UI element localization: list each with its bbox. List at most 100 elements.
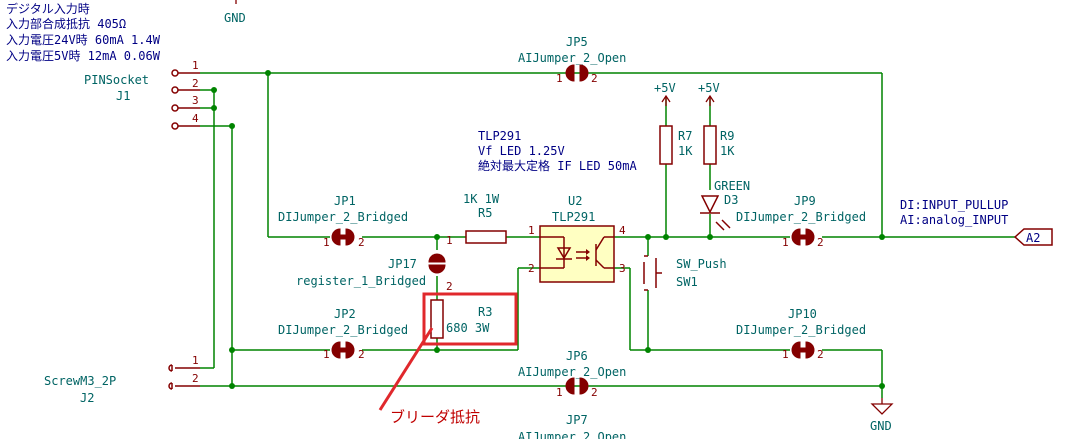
jumper-jp17: JP17 register_1_Bridged 1 2 [296, 234, 453, 293]
jp5-pin-1: 1 [556, 72, 563, 85]
optocoupler-u2: U2 TLP291 1 2 3 4 [528, 194, 626, 283]
u2-value: TLP291 [552, 210, 595, 224]
net-label-a2: A2 [1013, 228, 1053, 246]
jp9-ref: JP9 [794, 194, 816, 208]
jp2-value: DIJumper_2_Bridged [278, 323, 408, 337]
di-note: DI:INPUT_PULLUP [900, 198, 1008, 212]
wires [200, 72, 1015, 398]
gnd-bottom-label: GND [870, 419, 892, 433]
jp10-ref: JP10 [788, 307, 817, 321]
tlp-note-line-1: TLP291 [478, 129, 521, 143]
jp10-pin-2: 2 [817, 348, 824, 361]
tlp-note-line-3: 絶対最大定格 IF LED 50mA [478, 158, 637, 173]
r3-value: 680 3W [446, 321, 490, 335]
jp5-pin-2: 2 [591, 72, 598, 85]
jumper-jp5: JP5 AIJumper_2_Open 1 2 [518, 35, 626, 85]
jp6-ref: JP6 [566, 349, 588, 363]
jumper-jp1: JP1 DIJumper_2_Bridged 1 2 [278, 194, 408, 249]
jp1-ref: JP1 [334, 194, 356, 208]
j2-pin-2: 2 [192, 372, 199, 385]
ai-note: AI:analog_INPUT [900, 213, 1008, 227]
bleeder-label: ブリーダ抵抗 [390, 408, 480, 426]
jp7-ref: JP7 [566, 413, 588, 427]
junctions [211, 70, 885, 389]
r7-value: 1K [678, 144, 693, 158]
tlp291-note: TLP291 Vf LED 1.25V 絶対最大定格 IF LED 50mA [478, 129, 637, 173]
sw1-ref: SW1 [676, 275, 698, 289]
resistor-r9: R9 1K [703, 125, 735, 165]
note-line-1: デジタル入力時 [6, 1, 90, 16]
jp10-pin-1: 1 [782, 348, 789, 361]
jp1-pin-2: 2 [358, 236, 365, 249]
v5-a-label: +5V [654, 81, 676, 95]
led-d3: GREEN D3 [700, 179, 750, 231]
jp6-value: AIJumper_2_Open [518, 365, 626, 379]
jp9-value: DIJumper_2_Bridged [736, 210, 866, 224]
jp1-value: DIJumper_2_Bridged [278, 210, 408, 224]
jp6-pin-2: 2 [591, 386, 598, 399]
jp9-pin-1: 1 [782, 236, 789, 249]
io-mode-note: DI:INPUT_PULLUP AI:analog_INPUT [900, 198, 1008, 227]
r3-ref: R3 [478, 305, 492, 319]
note-line-2: 入力部合成抵抗 405Ω [6, 16, 126, 31]
j2-pin-1: 1 [192, 354, 199, 367]
jp2-ref: JP2 [334, 307, 356, 321]
note-line-3: 入力電圧24V時 60mA 1.4W [6, 33, 161, 47]
gnd-symbol-top: GND [224, 0, 246, 25]
jp7-value: AIJumper_2_Open [518, 430, 626, 439]
jp6-pin-1: 1 [556, 386, 563, 399]
design-notes: デジタル入力時 入力部合成抵抗 405Ω 入力電圧24V時 60mA 1.4W … [6, 1, 161, 63]
j1-pin-1: 1 [192, 59, 199, 72]
jp10-value: DIJumper_2_Bridged [736, 323, 866, 337]
u2-pin-4: 4 [619, 224, 626, 237]
j2-name: ScrewM3_2P [44, 374, 116, 388]
u2-pin-2: 2 [528, 262, 535, 275]
connector-j2: ScrewM3_2P J2 1 2 [44, 354, 200, 405]
a2-label-text: A2 [1026, 231, 1040, 245]
power-5v-a: +5V [654, 81, 676, 106]
jumper-jp9: JP9 DIJumper_2_Bridged 1 2 [736, 194, 866, 249]
r9-ref: R9 [720, 129, 734, 143]
jp17-ref: JP17 [388, 257, 417, 271]
gnd-symbol-bottom: GND [870, 398, 894, 433]
jp9-pin-2: 2 [817, 236, 824, 249]
jp2-pin-1: 1 [323, 348, 330, 361]
resistor-r5: 1K 1W R5 [463, 192, 507, 244]
gnd-top-label: GND [224, 11, 246, 25]
jp17-value: register_1_Bridged [296, 274, 426, 288]
note-line-4: 入力電圧5V時 12mA 0.06W [6, 49, 161, 63]
jp17-pin-1: 1 [446, 234, 453, 247]
resistor-r3: R3 680 3W [422, 292, 518, 346]
u2-pin-1: 1 [528, 224, 535, 237]
jp17-pin-2: 2 [446, 280, 453, 293]
jumper-jp10: JP10 DIJumper_2_Bridged 1 2 [736, 307, 866, 361]
connector-j1: PINSocket J1 1 2 3 4 [84, 59, 200, 130]
d3-ref: D3 [724, 193, 738, 207]
u2-ref: U2 [568, 194, 582, 208]
power-5v-b: +5V [698, 81, 720, 106]
d3-value: GREEN [714, 179, 750, 193]
r7-ref: R7 [678, 129, 692, 143]
j1-ref: J1 [116, 89, 130, 103]
sw1-value: SW_Push [676, 257, 727, 271]
jp5-ref: JP5 [566, 35, 588, 49]
j2-ref: J2 [80, 391, 94, 405]
jumper-jp7: JP7 AIJumper_2_Open [518, 413, 626, 439]
resistor-r7: R7 1K [659, 125, 693, 165]
j1-pin-2: 2 [192, 77, 199, 90]
j1-name: PINSocket [84, 73, 149, 87]
switch-sw1: SW_Push SW1 [643, 255, 727, 291]
r5-value: 1K 1W [463, 192, 500, 206]
tlp-note-line-2: Vf LED 1.25V [478, 144, 565, 158]
j1-pin-3: 3 [192, 94, 199, 107]
bleeder-annotation: ブリーダ抵抗 [378, 327, 480, 426]
jumper-jp6: JP6 AIJumper_2_Open 1 2 [518, 349, 626, 399]
r5-ref: R5 [478, 206, 492, 220]
jp2-pin-2: 2 [358, 348, 365, 361]
u2-pin-3: 3 [619, 262, 626, 275]
jp5-value: AIJumper_2_Open [518, 51, 626, 65]
v5-b-label: +5V [698, 81, 720, 95]
jp1-pin-1: 1 [323, 236, 330, 249]
r3-highlight-box [422, 292, 518, 346]
